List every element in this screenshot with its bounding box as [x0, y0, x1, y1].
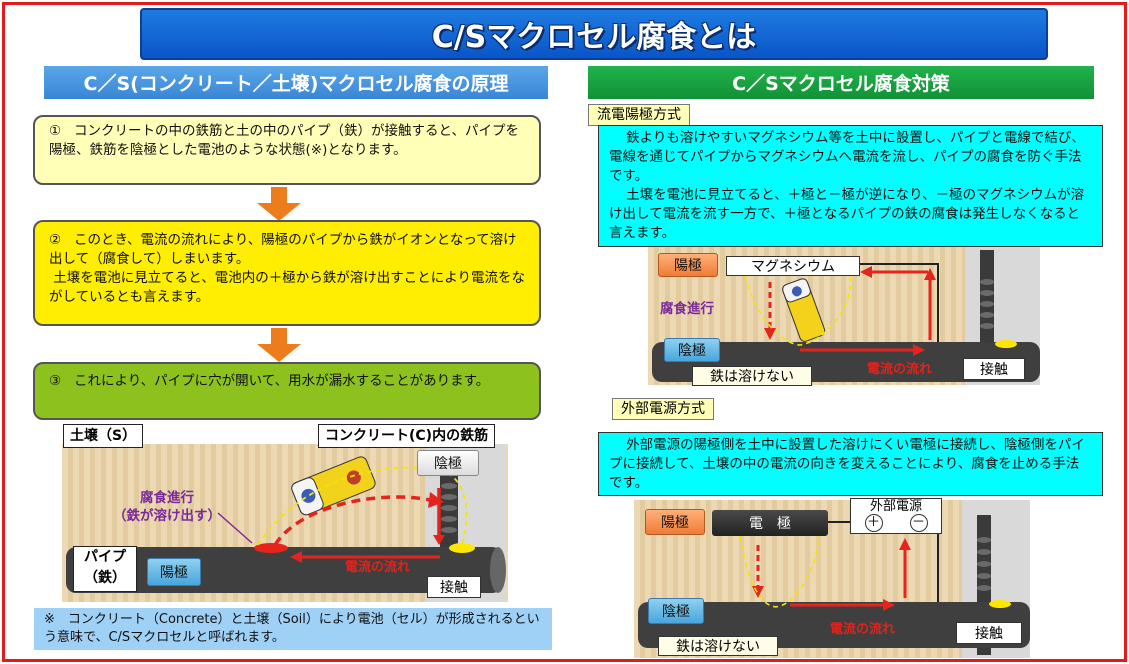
step-3-number: ③: [49, 373, 62, 389]
countermeasure-header: C／Sマクロセル腐食対策: [588, 66, 1094, 99]
method-1-contact: 接触: [963, 358, 1025, 380]
electrode-label: 電 極: [712, 510, 828, 536]
step-2-text-b: 土壌を電池に見立てると、電池内の＋極から鉄が溶け出すことにより電流をながしている…: [49, 270, 525, 305]
concrete-label: コンクリート(C)内の鉄筋: [318, 424, 496, 448]
method-2-tag: 外部電源方式: [612, 398, 714, 420]
pipe-line-2: （鉄）: [84, 570, 126, 586]
minus-terminal-icon: －: [909, 514, 928, 532]
step-1-text: コンクリートの中の鉄筋と土の中のパイプ（鉄）が接触すると、パイプを陽極、鉄筋を陰…: [49, 123, 519, 158]
method-1-anode: 陽極: [658, 253, 718, 277]
external-power-box: 外部電源 ＋ －: [850, 498, 942, 534]
method-1-current: 電流の流れ: [867, 362, 933, 377]
method-1-text-a: 鉄よりも溶けやすいマグネシウム等を土中に設置し、パイプと電線で結び、電線を通じて…: [609, 130, 1085, 184]
method-2-current: 電流の流れ: [830, 622, 896, 637]
corrosion-label: 腐食進行 （鉄が溶け出す）: [92, 489, 242, 525]
step-3: ③ これにより、パイプに穴が開いて、用水が漏水することがあります。: [33, 362, 541, 420]
external-power-label: 外部電源: [869, 499, 922, 514]
corrosion-line-2: （鉄が溶け出す）: [113, 508, 221, 524]
method-2-text-a: 外部電源の陽極側を土中に設置した溶けにくい電極に接続し、陰極側をパイプに接続して…: [609, 437, 1085, 491]
pipe-line-1: パイプ: [84, 549, 126, 565]
pipe-label: パイプ （鉄）: [73, 546, 137, 592]
cathode-label: 陰極: [417, 450, 479, 476]
principle-header: C／S(コンクリート／土壌)マクロセル腐食の原理: [44, 66, 548, 99]
method-2-anode: 陽極: [645, 509, 705, 535]
method-1-iron-safe: 鉄は溶けない: [692, 366, 812, 386]
method-1-corrosion: 腐食進行: [660, 301, 714, 317]
contact-label: 接触: [427, 576, 481, 598]
soil-label: 土壌（S）: [63, 424, 144, 448]
method-2-cathode: 陰極: [648, 598, 704, 624]
corrosion-line-1: 腐食進行: [140, 490, 194, 506]
method-1-text: 鉄よりも溶けやすいマグネシウム等を土中に設置し、パイプと電線で結び、電線を通じて…: [598, 125, 1103, 247]
step-1: ① コンクリートの中の鉄筋と土の中のパイプ（鉄）が接触すると、パイプを陽極、鉄筋…: [33, 115, 541, 185]
magnesium-label: マグネシウム: [726, 256, 860, 276]
battery-icon: [291, 456, 376, 516]
method-2-iron-safe: 鉄は溶けない: [658, 636, 778, 656]
method-2-contact: 接触: [956, 622, 1022, 644]
footnote: ※ コンクリート（Concrete）と土壌（Soil）により電池（セル）が形成さ…: [34, 608, 552, 650]
step-1-number: ①: [49, 123, 62, 139]
method-1-battery-icon: [782, 278, 826, 342]
contact-point: [449, 543, 475, 553]
down-arrow-icon: [257, 328, 301, 362]
plus-terminal-icon: ＋: [864, 514, 883, 532]
anode-label: 陽極: [147, 558, 201, 586]
current-label: 電流の流れ: [345, 560, 411, 575]
step-2: ② このとき、電流の流れにより、陽極のパイプから鉄がイオンとなって溶け出して（腐…: [33, 220, 541, 326]
step-2-text-a: このとき、電流の流れにより、陽極のパイプから鉄がイオンとなって溶け出して（腐食し…: [49, 232, 517, 267]
method-1-text-b: 土壌を電池に見立てると、＋極と－極が逆になり、－極のマグネシウムが溶け出して電流…: [609, 187, 1085, 241]
corrosion-spot: [254, 543, 288, 553]
method-2-text: 外部電源の陽極側を土中に設置した溶けにくい電極に接続し、陰極側をパイプに接続して…: [598, 432, 1103, 496]
down-arrow-icon: [257, 187, 301, 221]
step-3-text: これにより、パイプに穴が開いて、用水が漏水することがあります。: [73, 373, 490, 389]
method-1-cathode: 陰極: [664, 338, 720, 362]
page-title: C/Sマクロセル腐食とは: [140, 8, 1048, 60]
step-2-number: ②: [49, 232, 62, 248]
